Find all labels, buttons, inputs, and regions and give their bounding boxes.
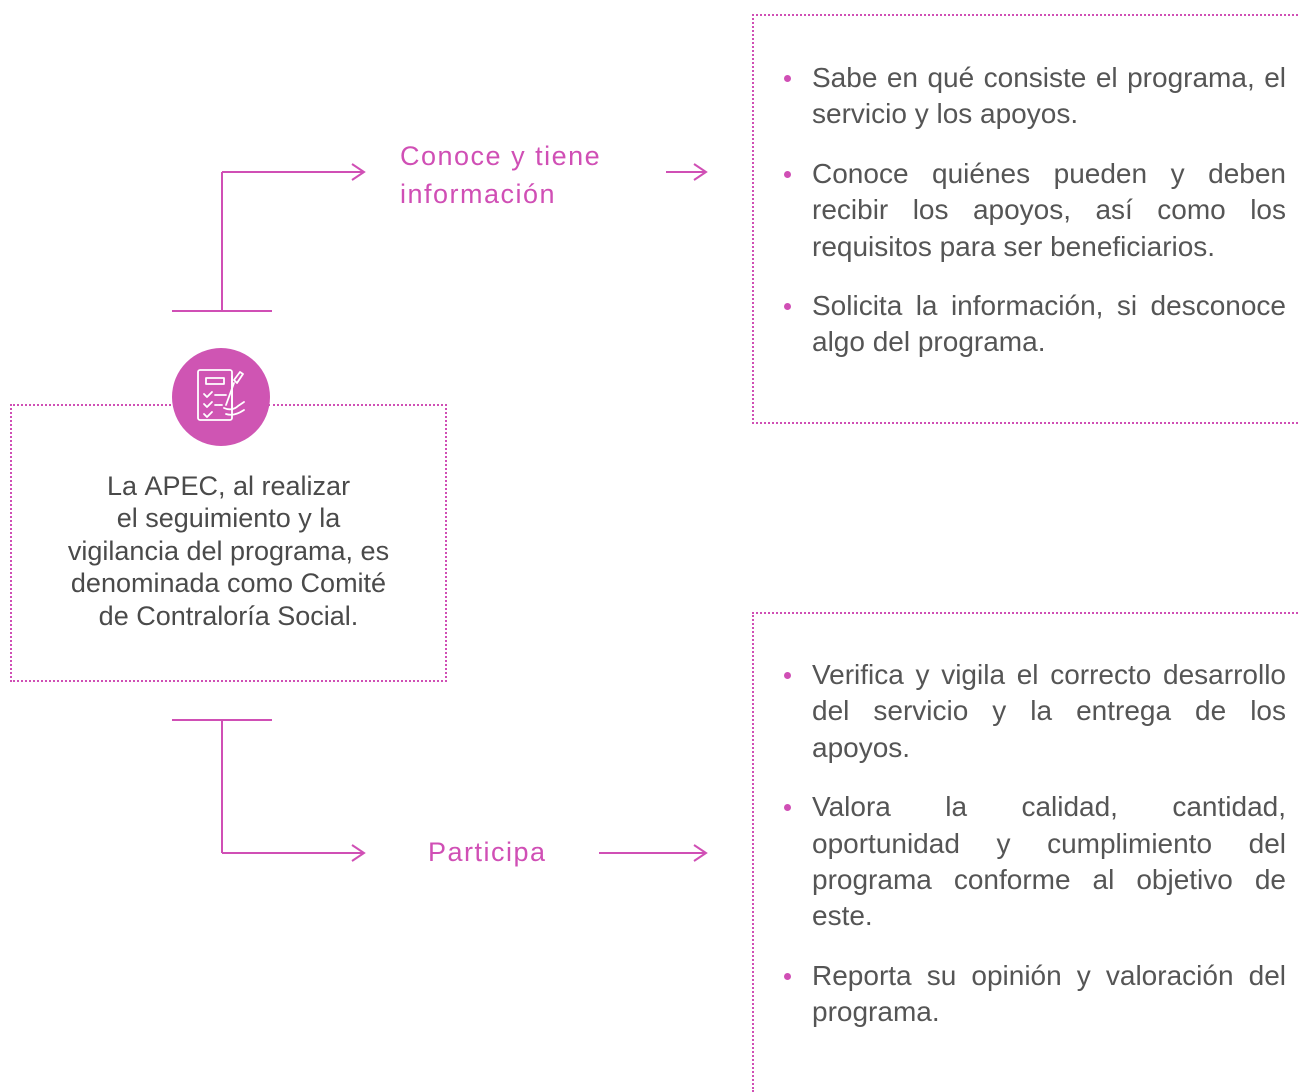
top-label-line1: Conoce y tiene xyxy=(400,141,602,171)
bullet-dot xyxy=(784,804,791,812)
top-label-line2: información xyxy=(400,178,557,209)
list-item: Valora la calidad, cantidad, oportunidad… xyxy=(784,789,1286,935)
center-box xyxy=(10,404,447,682)
bottom-label: Participa xyxy=(428,837,547,867)
list-item: Solicita la información, si desconoce al… xyxy=(784,288,1286,361)
bullet-dot xyxy=(784,75,791,82)
list-item: Verifica y vigila el correcto desarrollo… xyxy=(784,657,1286,766)
acronym: APEC xyxy=(144,471,219,501)
center-line1-rest: , al realizar xyxy=(218,471,351,501)
center-prefix: La xyxy=(106,471,145,501)
list-item: Reporta su opinión y valoración del prog… xyxy=(784,958,1286,1031)
top-panel xyxy=(752,14,1298,424)
center-box-top-border-left xyxy=(10,404,175,406)
center-line4: denominada como Comité xyxy=(70,568,387,599)
bottom-panel xyxy=(752,612,1298,1092)
center-line3: vigilancia del programa, es xyxy=(67,535,390,566)
bottom-bullet-list: Verifica y vigila el correcto desarrollo… xyxy=(784,657,1286,1054)
center-line5: de Contraloría Social. xyxy=(98,600,359,631)
center-box-top-border-right xyxy=(268,404,447,406)
bullet-dot xyxy=(784,302,791,310)
top-label: Conoce y tiene información xyxy=(400,138,601,214)
list-item: Conoce quiénes pueden y deben recibir lo… xyxy=(784,156,1286,265)
center-description: La APEC, al realizar el seguimiento y la… xyxy=(20,470,437,632)
bullet-dot xyxy=(784,672,791,679)
list-item: Sabe en qué consiste el programa, el ser… xyxy=(784,60,1286,133)
bullet-dot xyxy=(784,170,791,178)
bullet-dot xyxy=(784,972,791,980)
top-bullet-list: Sabe en qué consiste el programa, el ser… xyxy=(784,60,1286,384)
center-line2: el seguimiento y la xyxy=(116,503,341,534)
checklist-clipboard-pen-icon xyxy=(172,348,270,446)
